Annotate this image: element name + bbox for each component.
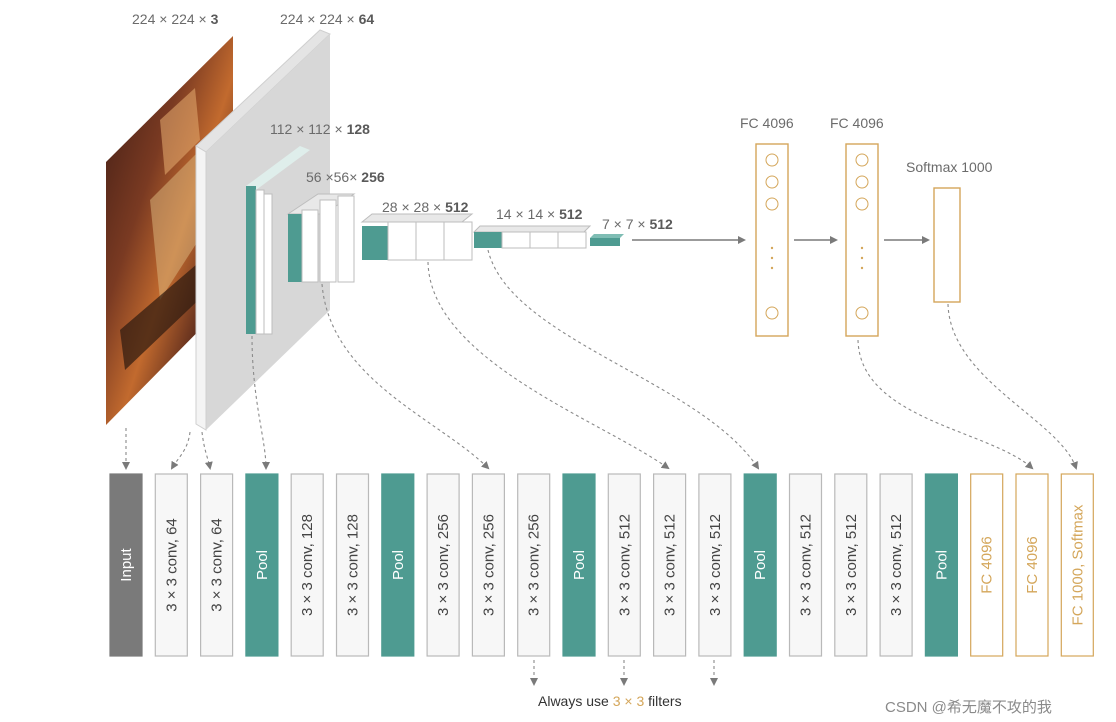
filter-note: Always use 3 × 3 filters xyxy=(538,693,682,709)
layer-bar-conv xyxy=(426,473,460,657)
input-dim-label: 224 × 224 × 3 xyxy=(132,11,219,27)
layer-bar-label: Pool xyxy=(571,550,588,580)
fc2-column xyxy=(845,143,879,337)
layer-bar-label: 3 × 3 conv, 128 xyxy=(345,514,362,616)
fc2-label: FC 4096 xyxy=(830,115,884,131)
layer-bar-conv xyxy=(607,473,641,657)
softmax-label: Softmax 1000 xyxy=(906,159,993,175)
layer-bar-conv xyxy=(290,473,324,657)
layer-bar-conv xyxy=(834,473,868,657)
conv1-dim-label: 224 × 224 × 64 xyxy=(280,11,374,27)
layer-bar-conv xyxy=(879,473,913,657)
layer-bar-pool xyxy=(245,473,279,657)
layer-bar-label: 3 × 3 conv, 128 xyxy=(299,514,316,616)
watermark: CSDN @希无魔不攻的我 xyxy=(885,699,1052,716)
layer-bars: Input 3 × 3 conv, 64 3 × 3 conv, 64 Pool 3 ×… xyxy=(109,473,1094,657)
layer-bar-label: 3 × 3 conv, 512 xyxy=(662,514,679,616)
layer-bar-conv xyxy=(698,473,732,657)
conv2-dim-label: 112 × 112 × 128 xyxy=(270,121,370,137)
layer-bar-label: Input xyxy=(118,547,135,581)
conv4-dim-label: 28 × 28 × 512 xyxy=(382,199,469,215)
note-arrows xyxy=(530,660,718,686)
layer-bar-label: 3 × 3 conv, 64 xyxy=(209,518,226,612)
layer-bar-label: 3 × 3 conv, 512 xyxy=(707,514,724,616)
layer-bar-label: 3 × 3 conv, 512 xyxy=(798,514,815,616)
layer-bar-conv xyxy=(200,473,234,657)
layer-bar-label: Pool xyxy=(933,550,950,580)
layer-bar-label: FC 4096 xyxy=(1024,536,1041,594)
layer-bar-conv xyxy=(154,473,188,657)
fc1-label: FC 4096 xyxy=(740,115,794,131)
layer-bar-conv xyxy=(335,473,370,657)
layer-bar-label: 3 × 3 conv, 512 xyxy=(616,514,633,616)
conv2-block xyxy=(246,146,310,335)
layer-bar-conv xyxy=(788,473,823,657)
layer-bar-fc xyxy=(1060,473,1094,657)
layer-bar-label: Pool xyxy=(390,550,407,580)
layer-bar-label: 3 × 3 conv, 256 xyxy=(435,514,452,616)
connector-lines xyxy=(122,249,1078,470)
layer-bar-label: 3 × 3 conv, 512 xyxy=(888,514,905,616)
pool5-dim-label: 7 × 7 × 512 xyxy=(602,216,673,232)
softmax-column xyxy=(933,187,961,303)
layer-bar-pool xyxy=(924,473,959,657)
layer-bar-label: FC 1000, Softmax xyxy=(1069,504,1086,625)
layer-bar-conv xyxy=(652,473,687,657)
layer-bar-fc xyxy=(970,473,1004,657)
layer-bar-pool xyxy=(562,473,596,657)
conv3-dim-label: 56 ×56× 256 xyxy=(306,169,385,185)
conv5-block xyxy=(472,225,592,249)
conv4-block xyxy=(360,213,474,261)
layer-bar-label: 3 × 3 conv, 256 xyxy=(480,514,497,616)
fc1-column xyxy=(755,143,789,337)
conv3-block xyxy=(286,193,356,283)
layer-bar-conv xyxy=(517,473,551,657)
layer-bar-pool xyxy=(381,473,415,657)
layer-bar-label: FC 4096 xyxy=(979,536,996,594)
layer-bar-input xyxy=(109,473,143,657)
layer-bar-label: 3 × 3 conv, 512 xyxy=(843,514,860,616)
layer-bar-label: Pool xyxy=(752,550,769,580)
conv5-dim-label: 14 × 14 × 512 xyxy=(496,206,583,222)
layer-bar-pool xyxy=(743,473,777,657)
layer-bar-label: Pool xyxy=(254,550,271,580)
layer-bar-label: 3 × 3 conv, 64 xyxy=(163,518,180,612)
layer-bar-fc xyxy=(1015,473,1049,657)
layer-bar-conv xyxy=(471,473,505,657)
layer-bar-label: 3 × 3 conv, 256 xyxy=(526,514,543,616)
pool5-block xyxy=(590,234,624,246)
